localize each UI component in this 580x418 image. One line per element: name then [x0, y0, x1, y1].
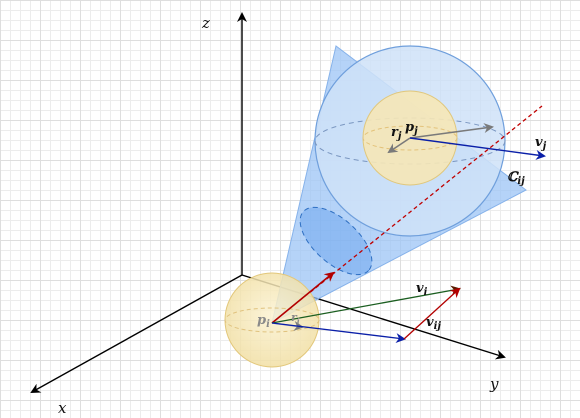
- v-ij-label: vij: [426, 315, 441, 332]
- p-j-label: pj: [405, 120, 418, 137]
- v-i-arrow: [271, 285, 461, 324]
- x-axis: [30, 274, 243, 393]
- v-j-label: vj: [535, 135, 547, 152]
- sphere-i-body: [224, 272, 320, 368]
- r-j-arrow-back: [387, 137, 411, 154]
- sphere-j-inner-equator: [362, 125, 458, 151]
- v-j-arrow: [409, 137, 546, 160]
- red-cone-direction-arrow: [271, 271, 335, 324]
- r-i-label: ri: [291, 311, 300, 326]
- cone-cross-section: [299, 206, 373, 276]
- v-ij-arrow: [403, 287, 461, 340]
- y-axis-label: y: [489, 375, 499, 393]
- r-j-arrow: [409, 123, 494, 139]
- cone-label: ℂij: [507, 170, 525, 187]
- r-j-label: rj: [391, 125, 402, 142]
- sphere-i: [224, 272, 320, 368]
- labels: z y x pi ri pj rj vj ℂij vi vij: [58, 14, 547, 417]
- x-axis-label: x: [58, 399, 67, 417]
- v-i-label: vi: [416, 281, 428, 298]
- sphere-i-equator: [224, 307, 320, 333]
- v-j-copy-arrow: [271, 322, 406, 344]
- p-i-label: pi: [257, 313, 270, 330]
- sphere-j: [314, 45, 506, 237]
- vectors: [271, 123, 546, 344]
- z-axis-label: z: [201, 14, 210, 32]
